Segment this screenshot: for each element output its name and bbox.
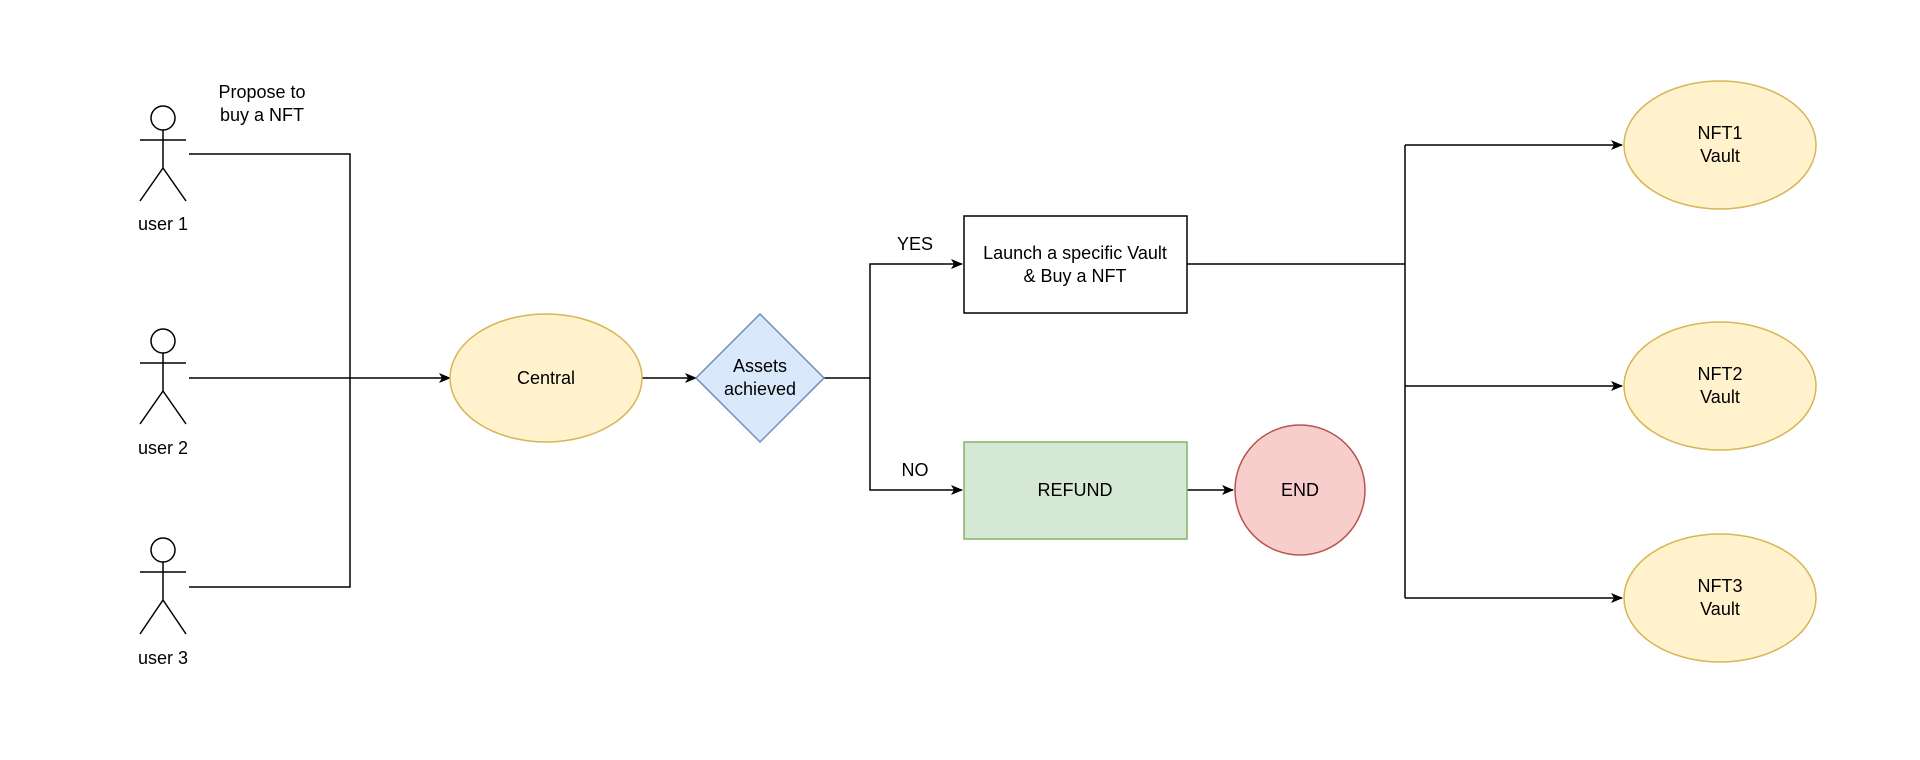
- annotation-line1: Propose to: [218, 82, 305, 102]
- nft3-sub: Vault: [1700, 599, 1740, 619]
- actor-user1: [139, 105, 187, 202]
- nft3-name: NFT3: [1698, 576, 1743, 596]
- central-label: Central: [517, 368, 575, 388]
- connector-user3-central: [189, 378, 351, 588]
- end-label: END: [1281, 480, 1319, 500]
- launch-vault-node: [963, 215, 1188, 314]
- refund-label: REFUND: [1038, 480, 1113, 500]
- refund-node: [963, 441, 1188, 540]
- connector-user1-central: [189, 153, 351, 378]
- connector-decision-yes: [824, 259, 963, 379]
- yes-label: YES: [897, 234, 933, 254]
- nft2-name: NFT2: [1698, 364, 1743, 384]
- actor-label-user3: user 3: [138, 648, 188, 668]
- nft1-name: NFT1: [1698, 123, 1743, 143]
- actor-head-icon: [150, 105, 176, 131]
- nft2-sub: Vault: [1700, 387, 1740, 407]
- connector-decision-no: [869, 378, 963, 495]
- annotation-line2: buy a NFT: [220, 105, 304, 125]
- no-label: NO: [902, 460, 929, 480]
- actor-user3: [139, 537, 187, 635]
- decision-line2: achieved: [724, 379, 796, 399]
- central-node: [449, 313, 643, 443]
- actor-head-icon: [150, 328, 176, 354]
- actor-head-icon: [150, 537, 176, 563]
- nft1-vault-node: [1623, 80, 1817, 210]
- actor-label-user1: user 1: [138, 214, 188, 234]
- end-node: [1234, 424, 1366, 556]
- decision-line1: Assets: [733, 356, 787, 376]
- actor-label-user2: user 2: [138, 438, 188, 458]
- connectors: [189, 140, 1623, 603]
- launch-line2: & Buy a NFT: [1023, 266, 1126, 286]
- launch-line1: Launch a specific Vault: [983, 243, 1167, 263]
- nft2-vault-node: [1623, 321, 1817, 451]
- actor-user2: [139, 328, 187, 425]
- decision-node: [694, 312, 826, 444]
- nft3-vault-node: [1623, 533, 1817, 663]
- nft1-sub: Vault: [1700, 146, 1740, 166]
